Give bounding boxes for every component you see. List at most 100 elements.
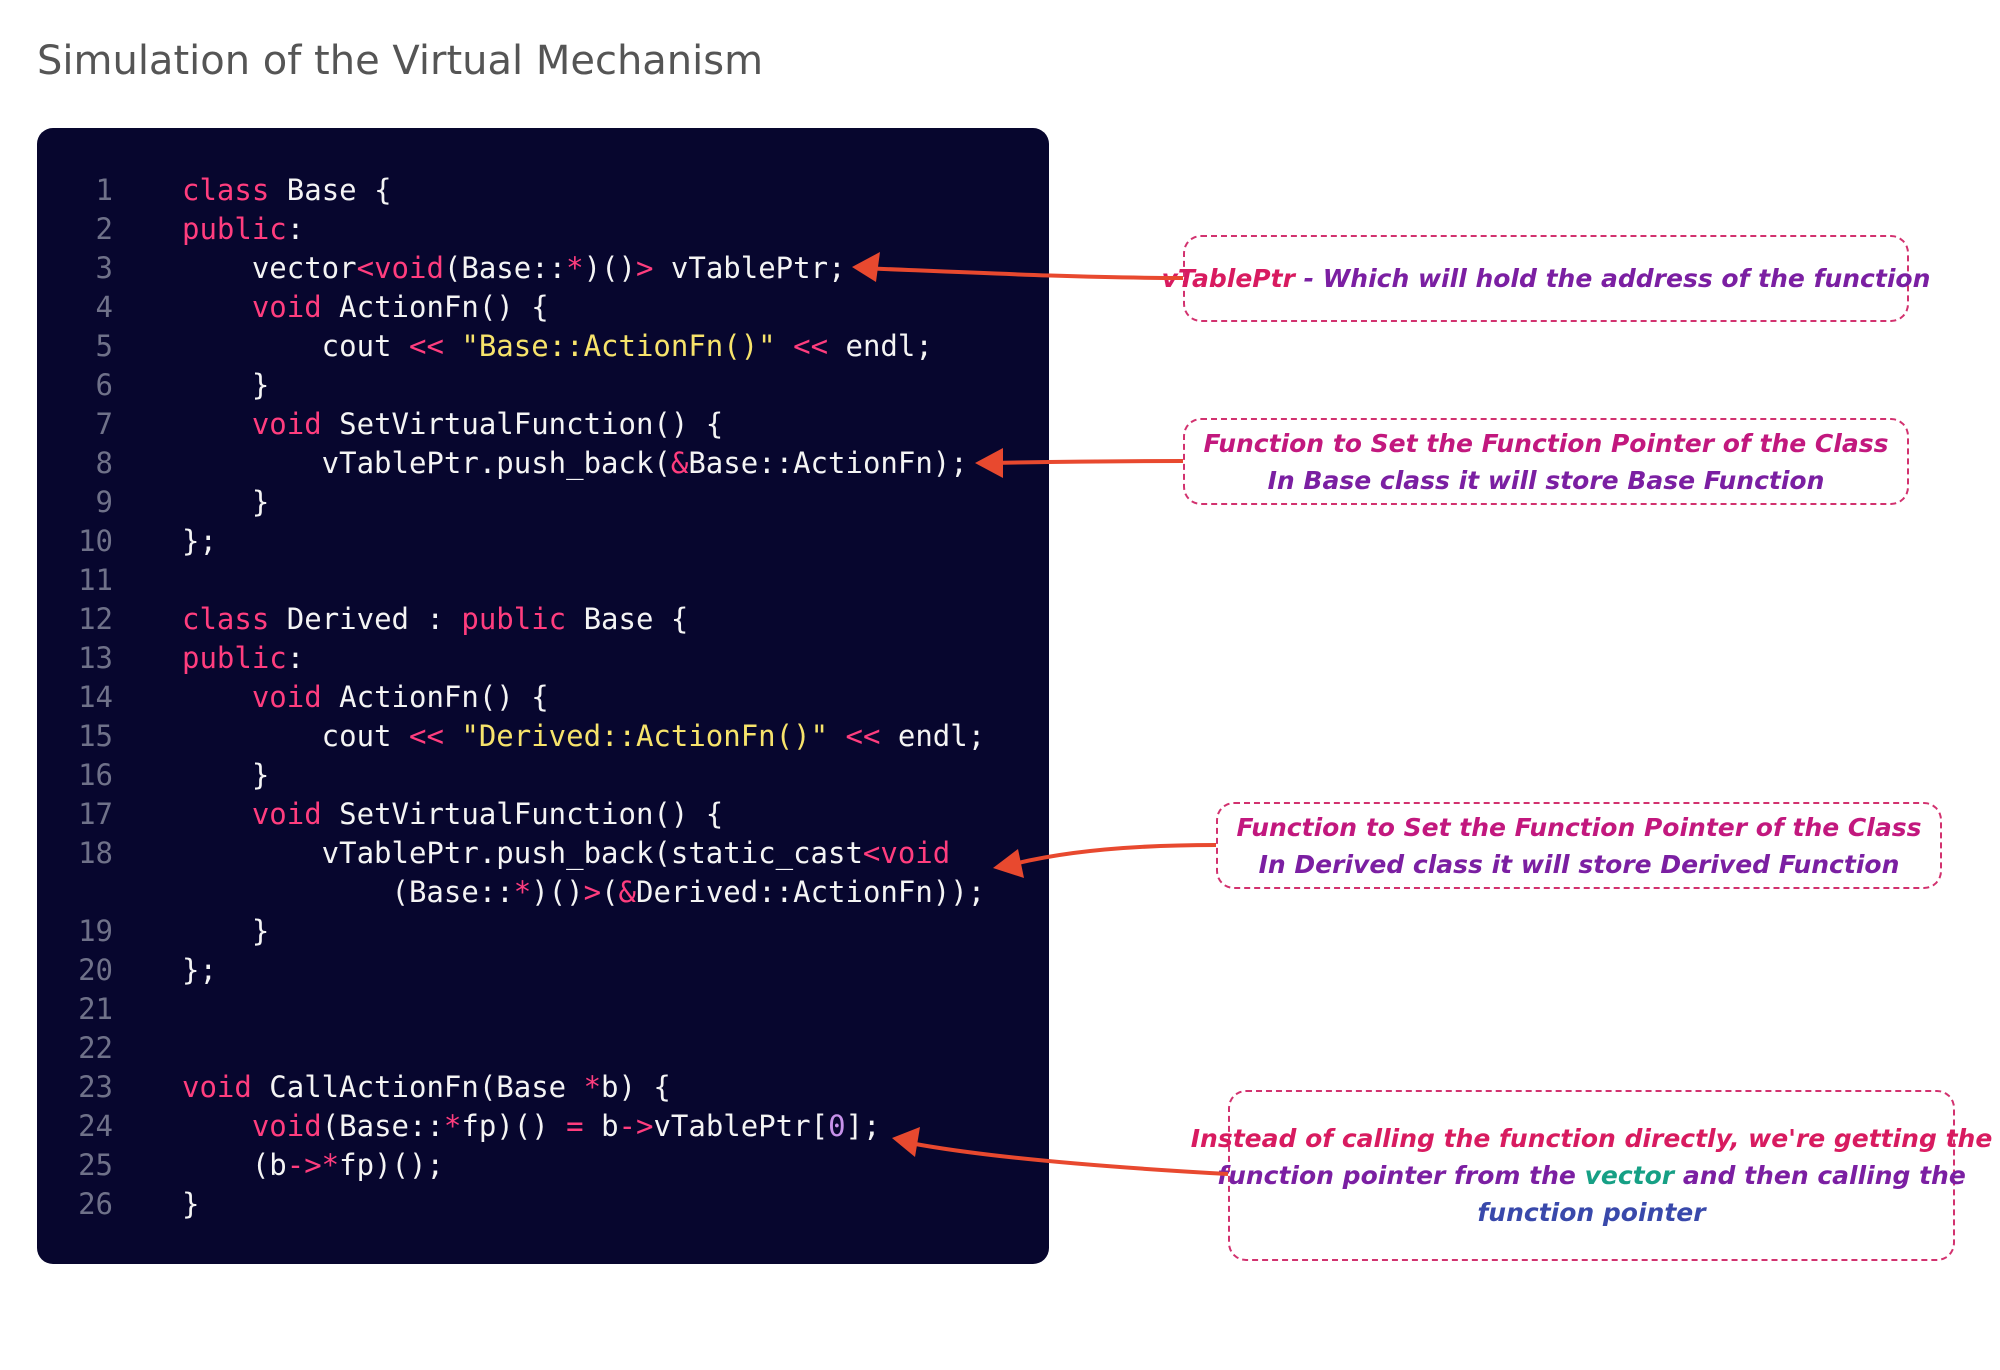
callout-text: In Base class it will store Base Functio… [1267, 465, 1825, 495]
code-token: b [583, 1109, 619, 1143]
keyword-token: class [182, 602, 270, 636]
code-text: vTablePtr.push_back(static_cast<void [182, 834, 951, 873]
arrowhead-derived-push-back [993, 849, 1024, 878]
arrow-to-base-push-back [989, 459, 1184, 465]
callout-text: Instead of calling the function directly… [1190, 1124, 1993, 1153]
line-number: 17 [78, 797, 113, 831]
code-text: void(Base::*fp)() = b->vTablePtr[0]; [182, 1107, 881, 1146]
code-token: CallActionFn(Base [251, 1070, 584, 1104]
operator-token: << [408, 719, 444, 753]
code-token: vTablePtr; [653, 251, 846, 285]
line-number: 5 [95, 329, 113, 363]
code-token: )() [531, 875, 584, 909]
operator-token: & [618, 875, 636, 909]
code-text: public: [182, 639, 304, 678]
callout-line: function pointer [1477, 1194, 1705, 1231]
code-token: } [182, 368, 270, 402]
callout-line: vTablePtr - Which will hold the address … [1162, 260, 1931, 297]
keyword-token: void [251, 797, 322, 831]
line-number: 20 [78, 953, 113, 987]
line-number: 11 [78, 563, 113, 597]
code-text: class Base { [182, 171, 392, 210]
code-token: ]; [845, 1109, 881, 1143]
code-text: }; [182, 522, 217, 561]
code-line: 20}; [37, 951, 1049, 990]
code-text: public: [182, 210, 304, 249]
code-token: fp)(); [339, 1148, 444, 1182]
line-number: 24 [78, 1109, 113, 1143]
operator-token: & [670, 446, 689, 480]
keyword-token: void [880, 836, 951, 870]
line-number: 3 [95, 251, 113, 285]
callout-text: Function to Set the Function Pointer of … [1236, 812, 1922, 842]
code-line: 14 void ActionFn() { [37, 678, 1049, 717]
code-text: void CallActionFn(Base *b) { [182, 1068, 671, 1107]
operator-token: < [356, 251, 375, 285]
line-number: 4 [95, 290, 113, 324]
operator-token: << [408, 329, 444, 363]
callout-base-set-function: Function to Set the Function Pointer of … [1183, 418, 1909, 505]
callout-text: In Derived class it will store Derived F… [1258, 849, 1900, 879]
keyword-token: public [461, 602, 567, 636]
code-line: 21 [37, 990, 1049, 1029]
operator-token: << [793, 329, 829, 363]
code-line: 3 vector<void(Base::*)()> vTablePtr; [37, 249, 1049, 288]
line-number: 16 [78, 758, 113, 792]
code-token: ActionFn() { [321, 290, 549, 324]
code-token: cout [182, 719, 409, 753]
line-number: 22 [78, 1031, 113, 1065]
code-text: }; [182, 951, 217, 990]
code-line: 17 void SetVirtualFunction() { [37, 795, 1049, 834]
line-number: 15 [78, 719, 113, 753]
code-token: Base::ActionFn); [688, 446, 968, 480]
code-text: (b->*fp)(); [182, 1146, 444, 1185]
line-number: 18 [78, 836, 113, 870]
code-line: 23 void CallActionFn(Base *b) { [37, 1068, 1049, 1107]
operator-token: ->* [286, 1148, 340, 1182]
code-text: cout << "Derived::ActionFn()" << endl; [182, 717, 986, 756]
callout-text: function pointer [1477, 1198, 1706, 1227]
operator-token: * [583, 1070, 602, 1104]
arrowhead-vtableptr-index [892, 1127, 920, 1157]
line-number: 26 [78, 1187, 113, 1221]
keyword-token: public [182, 212, 287, 246]
code-token: : [286, 212, 305, 246]
code-line: 26} [37, 1185, 1049, 1224]
keyword-token: class [182, 173, 270, 207]
code-text: void SetVirtualFunction() { [182, 795, 723, 834]
code-text: vTablePtr.push_back(&Base::ActionFn); [182, 444, 968, 483]
code-line: 7 void SetVirtualFunction() { [37, 405, 1049, 444]
code-line: 24 void(Base::*fp)() = b->vTablePtr[0]; [37, 1107, 1049, 1146]
line-number: 23 [78, 1070, 113, 1104]
code-text: (Base::*)()>(&Derived::ActionFn)); [182, 873, 986, 912]
line-number: 21 [78, 992, 113, 1026]
operator-token: -> [618, 1109, 654, 1143]
callout-vtableptr: vTablePtr - Which will hold the address … [1162, 235, 1930, 322]
code-token: vTablePtr.push_back(static_cast [182, 836, 863, 870]
code-token: endl; [828, 329, 933, 363]
code-line: 16 } [37, 756, 1049, 795]
code-text: cout << "Base::ActionFn()" << endl; [182, 327, 933, 366]
code-token: vTablePtr[ [653, 1109, 829, 1143]
keyword-token: public [182, 641, 287, 675]
page-title: Simulation of the Virtual Mechanism [37, 38, 764, 84]
callout-text: vector [1584, 1161, 1675, 1190]
code-token: vector [182, 251, 357, 285]
keyword-token: void [251, 680, 322, 714]
code-text: void ActionFn() { [182, 678, 549, 717]
string-token: "Derived::ActionFn()" [461, 719, 829, 753]
code-token: SetVirtualFunction() { [321, 797, 724, 831]
code-token: } [182, 1187, 200, 1221]
code-token: } [182, 758, 270, 792]
keyword-token: void [251, 290, 322, 324]
code-text: vector<void(Base::*)()> vTablePtr; [182, 249, 846, 288]
callout-call-through-pointer: Instead of calling the function directly… [1191, 1090, 1992, 1261]
callout-line: In Base class it will store Base Functio… [1268, 462, 1825, 499]
code-line: 5 cout << "Base::ActionFn()" << endl; [37, 327, 1049, 366]
operator-token: < [862, 836, 881, 870]
code-text: } [182, 912, 269, 951]
